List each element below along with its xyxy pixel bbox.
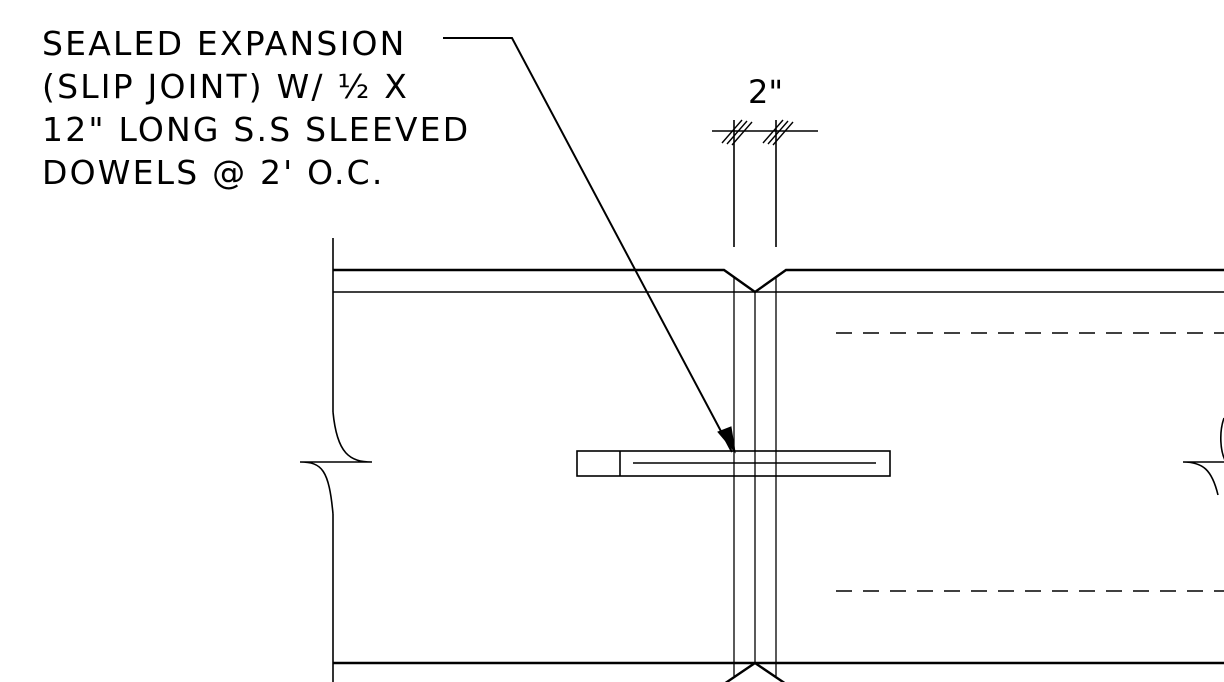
slab-top-surface: [333, 268, 1224, 294]
dowel-sleeve-outline: [576, 450, 891, 477]
right-break-symbol: [1182, 417, 1224, 496]
callout-note-line-2: (SLIP JOINT) W/ ½ X: [42, 67, 409, 106]
callout-note: SEALED EXPANSION (SLIP JOINT) W/ ½ X 12"…: [42, 24, 470, 192]
dimension-label: 2": [748, 73, 783, 111]
slab-bottom-surface: [724, 661, 786, 682]
dimension-2in: 2": [712, 73, 818, 247]
dimension-tick-left: [721, 119, 753, 146]
leader-polyline: [443, 37, 733, 453]
slab-section: [299, 238, 1224, 682]
callout-note-line-3: 12" LONG S.S SLEEVED: [42, 110, 470, 149]
leader-line: [443, 37, 736, 454]
dimension-tick-right: [762, 119, 794, 146]
leader-arrowhead: [717, 426, 736, 454]
left-break-symbol: [299, 411, 373, 515]
callout-note-line-1: SEALED EXPANSION: [42, 24, 407, 63]
callout-note-line-4: DOWELS @ 2' O.C.: [42, 153, 385, 192]
sleeved-dowel: [576, 450, 891, 477]
